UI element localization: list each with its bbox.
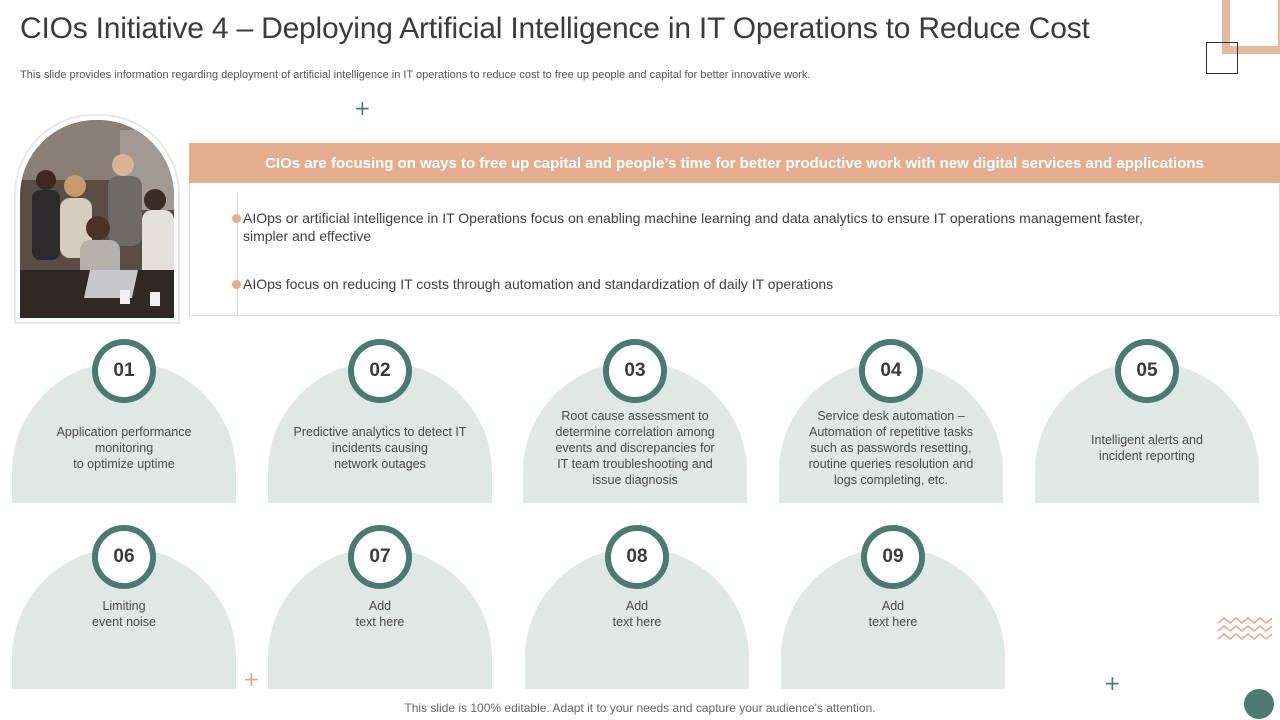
bullet-dot-icon bbox=[232, 214, 241, 223]
step-number-badge: 03 bbox=[603, 339, 667, 403]
step-card-text: Add text here bbox=[355, 599, 405, 629]
bullet-dot-icon bbox=[232, 280, 241, 289]
bullet-text: AIOps focus on reducing IT costs through… bbox=[243, 276, 834, 292]
team-photo bbox=[20, 120, 174, 318]
step-number-badge: 09 bbox=[861, 525, 925, 589]
decorative-square-small bbox=[1206, 42, 1238, 74]
footer-note: This slide is 100% editable. Adapt it to… bbox=[404, 701, 876, 715]
step-number-badge: 08 bbox=[605, 525, 669, 589]
step-number-badge: 05 bbox=[1115, 339, 1179, 403]
corner-dot-decoration bbox=[1244, 689, 1274, 719]
bullet-text: AIOps or artificial intelligence in IT O… bbox=[243, 210, 1143, 244]
plus-icon: + bbox=[1104, 671, 1121, 695]
bullet-item: AIOps or artificial intelligence in IT O… bbox=[232, 209, 1163, 245]
decorative-square-outline bbox=[1222, 0, 1280, 54]
step-card-text: Add text here bbox=[868, 599, 918, 629]
bullet-item: AIOps focus on reducing IT costs through… bbox=[232, 275, 1163, 293]
step-number-badge: 06 bbox=[92, 525, 156, 589]
step-number-badge: 02 bbox=[348, 339, 412, 403]
step-number-badge: 07 bbox=[348, 525, 412, 589]
step-number-badge: 04 bbox=[859, 339, 923, 403]
step-card-text: Service desk automation – Automation of … bbox=[808, 409, 974, 487]
step-card-text: Intelligent alerts and incident reportin… bbox=[1091, 433, 1203, 463]
focus-banner: CIOs are focusing on ways to free up cap… bbox=[189, 143, 1280, 183]
step-number-badge: 01 bbox=[92, 339, 156, 403]
panel-divider bbox=[237, 193, 238, 315]
step-card-text: Root cause assessment to determine corre… bbox=[555, 409, 715, 487]
step-card-text: Predictive analytics to detect IT incide… bbox=[293, 425, 467, 471]
zigzag-decoration-icon bbox=[1217, 617, 1273, 641]
team-photo-frame bbox=[14, 114, 180, 324]
plus-icon: + bbox=[354, 96, 371, 120]
step-card-text: Limiting event noise bbox=[92, 599, 156, 629]
bullet-panel: AIOps or artificial intelligence in IT O… bbox=[189, 183, 1280, 316]
step-card-text: Add text here bbox=[612, 599, 662, 629]
page-title: CIOs Initiative 4 – Deploying Artificial… bbox=[20, 12, 1090, 45]
plus-icon: + bbox=[243, 667, 260, 691]
page-subtitle: This slide provides information regardin… bbox=[20, 69, 811, 81]
step-card-text: Application performance monitoring to op… bbox=[56, 425, 192, 471]
